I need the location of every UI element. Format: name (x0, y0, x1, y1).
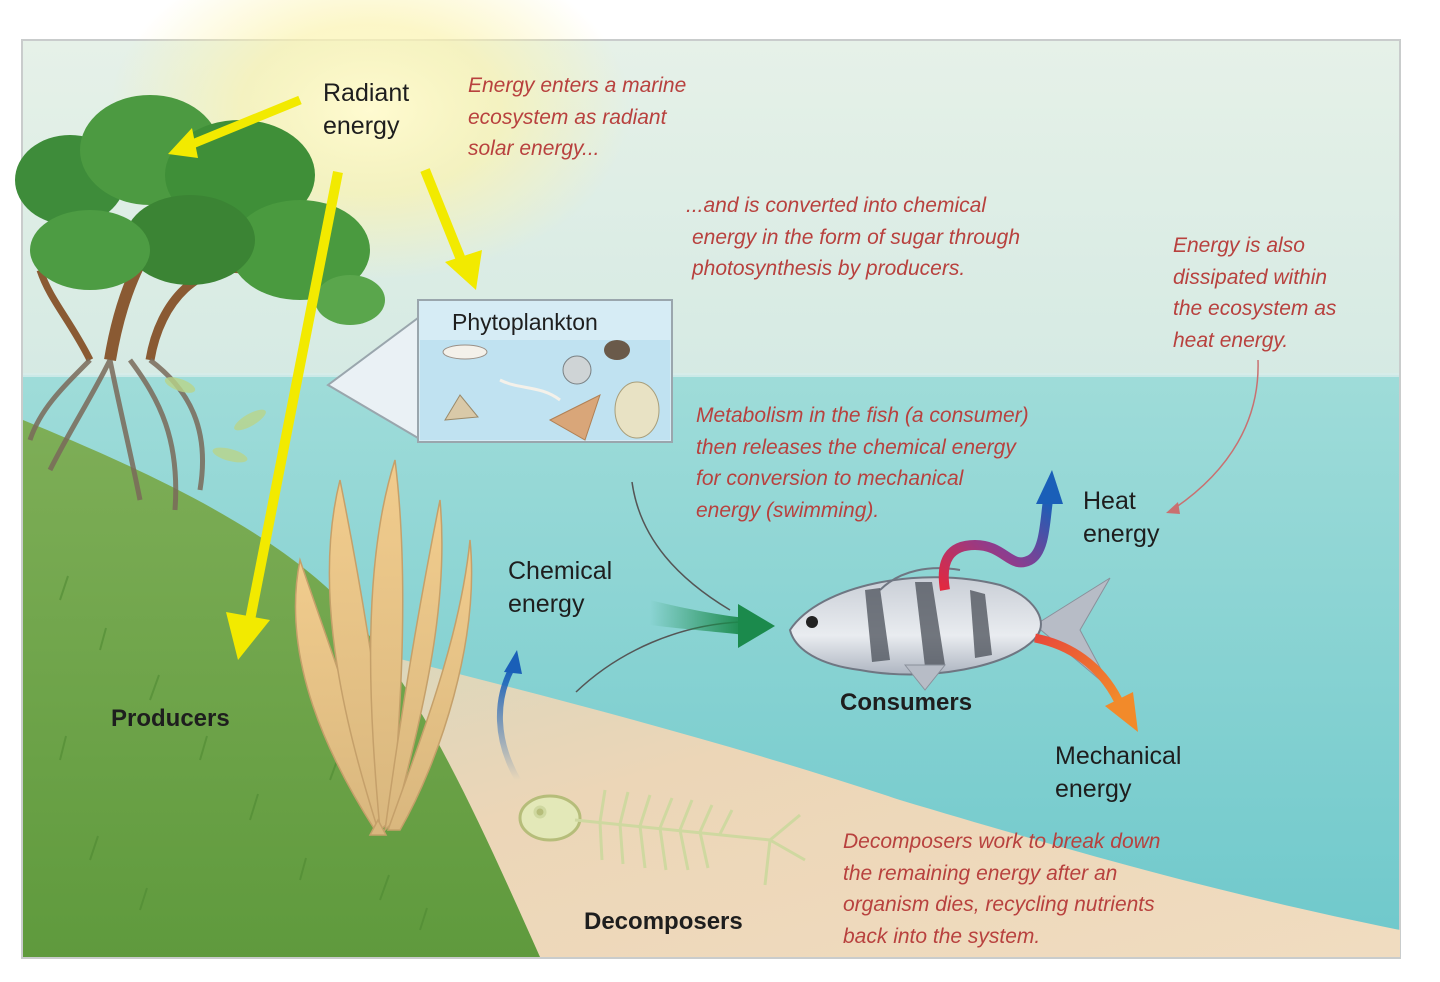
note-decomposers-line-2: the remaining energy after an (843, 861, 1118, 885)
chemical-energy-label-line-2: energy (508, 590, 585, 618)
note-decomposers-line-4: back into the system. (843, 924, 1041, 948)
fish-skeleton-decomposer (518, 789, 806, 886)
note-heat-dissipation: Energy is also dissipated within the eco… (1173, 230, 1336, 356)
consumers-label: Consumers (840, 689, 973, 716)
note-radiant-energy: Energy enters a marine ecosystem as radi… (468, 70, 686, 165)
floating-leaves (164, 377, 266, 463)
note-metabolism: Metabolism in the fish (a consumer) then… (696, 400, 1029, 526)
decomposer-return-arrow (497, 650, 522, 782)
kelp-seaweed (294, 459, 473, 836)
note-metabolism-line-1: Metabolism in the fish (a consumer) (696, 404, 1029, 427)
radiant-arrow-to-tree (188, 95, 302, 150)
heat-energy-label-line-1: Heat (1083, 487, 1136, 515)
heat-note-pointer (1166, 359, 1259, 514)
note-heat-line-2: dissipated within (1173, 265, 1328, 289)
mechanical-energy-label-line-2: energy (1055, 775, 1132, 803)
radiant-energy-label-line-2: energy (323, 112, 400, 140)
chemical-energy-label-line-1: Chemical (508, 557, 613, 585)
note-chemical-conversion: ...and is converted into chemical energy… (686, 190, 1020, 285)
note-metabolism-line-4: energy (swimming). (696, 498, 880, 522)
radiant-arrow-to-phytoplankton (420, 168, 467, 264)
radiant-energy-label: Radiant energy (323, 77, 409, 143)
note-heat-line-4: heat energy. (1173, 328, 1289, 352)
note-metabolism-line-3: for conversion to mechanical (696, 467, 964, 490)
producers-label: Producers (111, 705, 230, 732)
mangrove-tree (15, 95, 385, 511)
grassy-shore (23, 420, 540, 957)
phytoplankton-label: Phytoplankton (452, 309, 598, 335)
radiant-energy-label-line-1: Radiant (323, 79, 410, 107)
note-radiant-line-1: Energy enters a marine (468, 74, 687, 97)
note-chemical-line-3: photosynthesis by producers. (692, 257, 966, 280)
heat-energy-label-line-2: energy (1083, 520, 1160, 548)
phytoplankton-callout (326, 299, 673, 443)
chemical-energy-arrow (575, 600, 775, 693)
mechanical-energy-label-line-1: Mechanical (1055, 742, 1182, 770)
phytoplankton-flow-curve (631, 481, 731, 611)
note-heat-line-3: the ecosystem as (1173, 297, 1337, 320)
note-decomposers-line-1: Decomposers work to break down (843, 830, 1161, 853)
note-radiant-line-2: ecosystem as radiant (468, 105, 667, 129)
chemical-energy-label: Chemical energy (508, 555, 612, 621)
mechanical-energy-arrow (1034, 633, 1138, 732)
note-chemical-line-1: ...and is converted into chemical (686, 194, 986, 217)
note-heat-line-1: Energy is also (1173, 234, 1305, 257)
heat-energy-label: Heat energy (1083, 485, 1159, 551)
note-metabolism-line-2: then releases the chemical energy (696, 435, 1016, 459)
note-radiant-line-3: solar energy... (468, 137, 600, 160)
water-surface-line (23, 373, 1399, 377)
note-chemical-line-2: energy in the form of sugar through (692, 225, 1021, 249)
heat-energy-arrow (938, 470, 1063, 591)
note-decomposers: Decomposers work to break down the remai… (843, 826, 1160, 952)
decomposers-label: Decomposers (584, 908, 743, 935)
note-decomposers-line-3: organism dies, recycling nutrients (843, 893, 1155, 916)
grass-texture (59, 575, 428, 931)
radiant-energy-arrows (168, 95, 482, 660)
mechanical-energy-label: Mechanical energy (1055, 740, 1181, 806)
fish-consumer (788, 567, 1113, 691)
radiant-arrow-to-producers (245, 171, 343, 621)
